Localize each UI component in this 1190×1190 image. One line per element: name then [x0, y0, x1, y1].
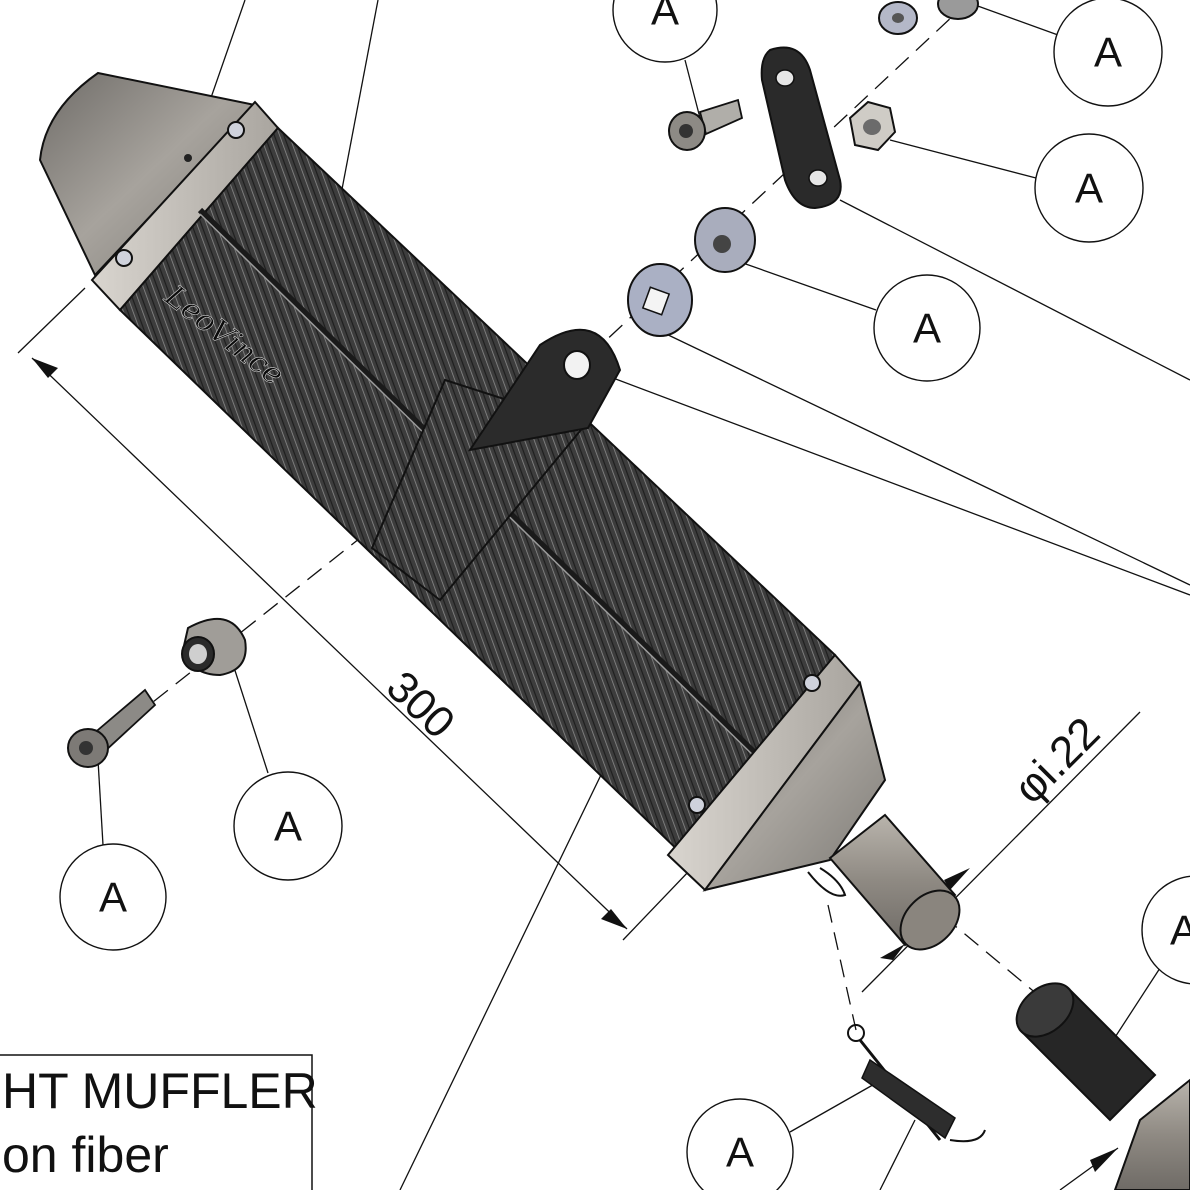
hardware-parts [67, 0, 1190, 1190]
callout-balloon: A [1053, 0, 1163, 107]
rubber-bumper [1015, 982, 1157, 1122]
bracket-plate [760, 46, 842, 210]
callout-balloon: A [1034, 133, 1144, 243]
mounting-tab-hole [563, 350, 591, 380]
rivet [115, 249, 133, 267]
title-line-1: HT MUFFLER [2, 1063, 318, 1119]
callout-label: A [274, 803, 302, 850]
top-bolt [668, 98, 744, 151]
hex-nut [848, 100, 897, 152]
callout-balloon: A [612, 0, 718, 63]
retaining-spring [847, 1024, 986, 1143]
callout-label: A [1170, 907, 1190, 954]
length-dimension-label: 300 [377, 662, 464, 748]
rivet [184, 154, 192, 162]
callout-balloon: A [686, 1098, 794, 1190]
callout-balloon: A [59, 843, 167, 951]
spacer [181, 618, 247, 677]
callout-label: A [1094, 29, 1122, 76]
rear-bolt [67, 688, 157, 768]
rivet [227, 121, 245, 139]
front-end-cap [38, 71, 257, 277]
callout-label: A [99, 874, 127, 921]
callout-balloon: A [1141, 875, 1190, 985]
title-line-2: on fiber [2, 1127, 169, 1183]
callout-label: A [1075, 165, 1103, 212]
length-dimension [17, 287, 691, 941]
callout-balloon: A [233, 771, 343, 881]
rivet [688, 796, 706, 814]
title-block: HT MUFFLER on fiber [0, 1054, 318, 1190]
callout-label: A [913, 305, 941, 352]
callout-label: A [651, 0, 679, 34]
callout-balloon: A [873, 274, 981, 382]
leader-lines [97, 0, 1190, 1190]
diameter-dimension-label: φi.22 [1004, 708, 1109, 813]
link-pipe [1113, 1078, 1190, 1190]
muffler-assembly [38, 71, 961, 951]
callout-label: A [726, 1129, 754, 1176]
rear-end-cone [702, 680, 887, 892]
rivet [803, 674, 821, 692]
